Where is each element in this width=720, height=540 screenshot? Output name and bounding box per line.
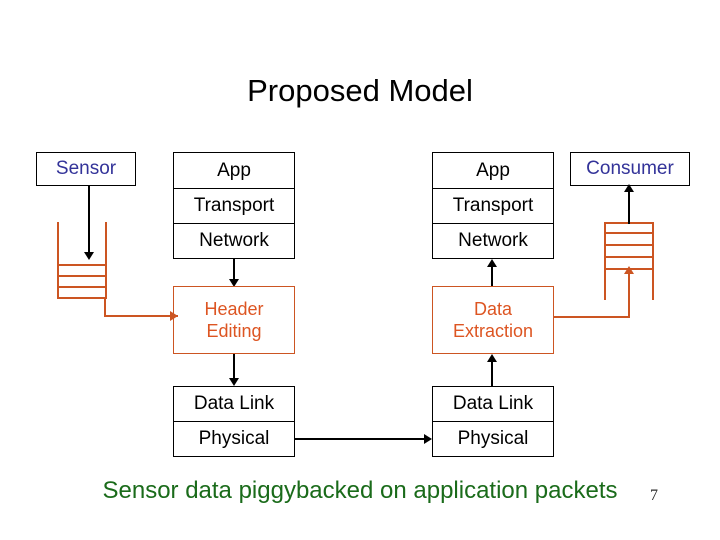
left-layer-app[interactable]: App [173, 152, 295, 188]
sensor-box[interactable]: Sensor [36, 152, 136, 186]
left-layer-data-link[interactable]: Data Link [173, 386, 295, 421]
extraction-to-queue-hline [554, 316, 630, 318]
left-layer-app-label: App [217, 159, 251, 181]
data-extraction-box[interactable]: Data Extraction [432, 286, 554, 354]
consumer-label: Consumer [586, 158, 674, 179]
right-layer-data-link[interactable]: Data Link [432, 386, 554, 421]
left-layer-transport[interactable]: Transport [173, 188, 295, 223]
datalink-to-extraction-line [491, 360, 493, 386]
left-layer-transport-label: Transport [193, 195, 275, 216]
extraction-to-network-arrowhead [487, 259, 497, 267]
right-layer-transport-label: Transport [452, 195, 534, 216]
right-layer-app[interactable]: App [432, 152, 554, 188]
left-layer-network[interactable]: Network [173, 223, 295, 259]
queue-to-consumer-arrowhead [624, 184, 634, 192]
sensor-queue-cell [57, 288, 107, 299]
sensor-queue-cell [57, 266, 107, 277]
physical-to-physical-arrowhead [424, 434, 432, 444]
queue-to-header-vline [104, 299, 106, 317]
sensor-to-queue-arrowhead [84, 252, 94, 260]
queue-to-header-arrowhead [170, 311, 178, 321]
sensor-queue-rail-left [57, 222, 59, 255]
page-title: Proposed Model [247, 73, 473, 108]
data-extraction-line2: Extraction [452, 321, 534, 341]
header-editing-box[interactable]: Header Editing [173, 286, 295, 354]
sensor-to-queue-line [88, 186, 90, 254]
right-layer-transport[interactable]: Transport [432, 188, 554, 223]
right-layer-data-link-label: Data Link [452, 393, 534, 414]
physical-to-physical-line [295, 438, 425, 440]
right-layer-physical-label: Physical [457, 428, 529, 449]
header-editing-line1: Header [204, 299, 264, 319]
sensor-queue-cell [57, 277, 107, 288]
right-layer-network[interactable]: Network [432, 223, 554, 259]
left-layer-network-label: Network [199, 230, 269, 251]
extraction-to-queue-vline [628, 272, 630, 318]
page-number: 7 [650, 487, 658, 504]
consumer-queue-cell [604, 246, 654, 258]
consumer-queue-rail-right [652, 270, 654, 300]
sensor-label: Sensor [55, 158, 117, 179]
left-layer-physical-label: Physical [198, 428, 270, 449]
header-editing-line2: Editing [206, 321, 262, 341]
consumer-queue-cell [604, 234, 654, 246]
header-to-datalink-line [233, 354, 235, 382]
consumer-queue-cell [604, 258, 654, 270]
header-to-datalink-arrowhead [229, 378, 239, 386]
left-layer-data-link-label: Data Link [193, 393, 275, 414]
sensor-queue-rail-right [105, 222, 107, 255]
network-to-header-arrowhead [229, 279, 239, 287]
sensor-queue-cell [57, 255, 107, 266]
consumer-queue-rail-left [604, 270, 606, 300]
queue-to-header-hline [104, 315, 178, 317]
right-layer-network-label: Network [458, 230, 528, 251]
consumer-box[interactable]: Consumer [570, 152, 690, 186]
queue-to-consumer-line [628, 190, 630, 224]
network-to-header-line [233, 259, 235, 283]
caption-text: Sensor data piggybacked on application p… [102, 477, 618, 504]
data-extraction-line1: Data [473, 299, 513, 319]
right-layer-physical[interactable]: Physical [432, 421, 554, 457]
extraction-to-queue-arrowhead [624, 266, 634, 274]
extraction-to-network-line [491, 265, 493, 287]
left-layer-physical[interactable]: Physical [173, 421, 295, 457]
datalink-to-extraction-arrowhead [487, 354, 497, 362]
right-layer-app-label: App [476, 159, 510, 181]
